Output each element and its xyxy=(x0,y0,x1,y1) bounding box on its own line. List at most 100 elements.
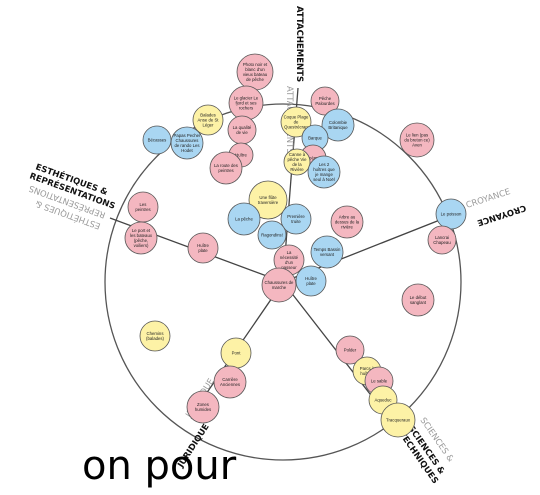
node-label: Chemins(balades) xyxy=(146,331,164,341)
node-becasses: Bécasses xyxy=(142,125,172,155)
node-circle xyxy=(227,202,261,236)
node-label: Ragondins! xyxy=(261,233,283,238)
node-label: Bécasses xyxy=(148,138,167,143)
axis-attachements-dark: ATTACHEMENTS xyxy=(294,6,304,82)
node-circle xyxy=(330,205,364,239)
node-le-poisson: Le poisson xyxy=(435,198,467,230)
node-circle xyxy=(399,122,435,158)
node-circle xyxy=(310,86,340,116)
node-circle xyxy=(142,125,172,155)
node-circle xyxy=(187,232,219,264)
node-circle xyxy=(186,390,220,424)
node-polder: Polder xyxy=(335,335,365,365)
node-circle xyxy=(321,108,355,142)
node-label: Le sable xyxy=(371,379,388,384)
node-label: Barque xyxy=(308,136,322,141)
node-label: La pêche xyxy=(235,217,253,222)
node-circle xyxy=(209,151,243,185)
node-circle xyxy=(335,335,365,365)
axis-esthetiques: ESTHÉTIQUES & REPRÉSENTATIONS REPRÉSENTA… xyxy=(27,161,117,233)
node-label: Aqueduc xyxy=(375,398,393,403)
node-circle xyxy=(380,402,416,438)
node-circle xyxy=(257,220,287,250)
node-label: Tracqueraux xyxy=(386,418,411,423)
node-label: Le poisson xyxy=(441,212,462,217)
node-circle xyxy=(261,267,297,303)
node-label: Huître xyxy=(235,153,247,158)
node-label: Pont xyxy=(232,351,242,356)
node-circle xyxy=(124,221,158,255)
axis-croyance-dark: CROYANCE xyxy=(476,202,528,227)
node-chemins: Chemins(balades) xyxy=(139,320,171,352)
node-la-peche: La pêche xyxy=(227,202,261,236)
node-circle xyxy=(139,320,171,352)
node-pont: Pont xyxy=(220,337,252,369)
node-circle xyxy=(427,225,457,255)
node-circle xyxy=(280,203,312,235)
node-circle xyxy=(192,104,224,136)
node-circle xyxy=(307,155,341,189)
footer-partial-text: on pour xyxy=(82,443,237,489)
node-label: Polder xyxy=(344,348,357,353)
node-circle xyxy=(248,180,288,220)
node-circle xyxy=(283,148,311,176)
node-ragondins: Ragondins! xyxy=(257,220,287,250)
axis-croyance-light: CROYANCE xyxy=(465,187,512,211)
node-circle xyxy=(280,106,312,138)
node-tracas: Tracqueraux xyxy=(380,402,416,438)
node-circle xyxy=(295,265,327,297)
node-circle xyxy=(310,235,344,269)
